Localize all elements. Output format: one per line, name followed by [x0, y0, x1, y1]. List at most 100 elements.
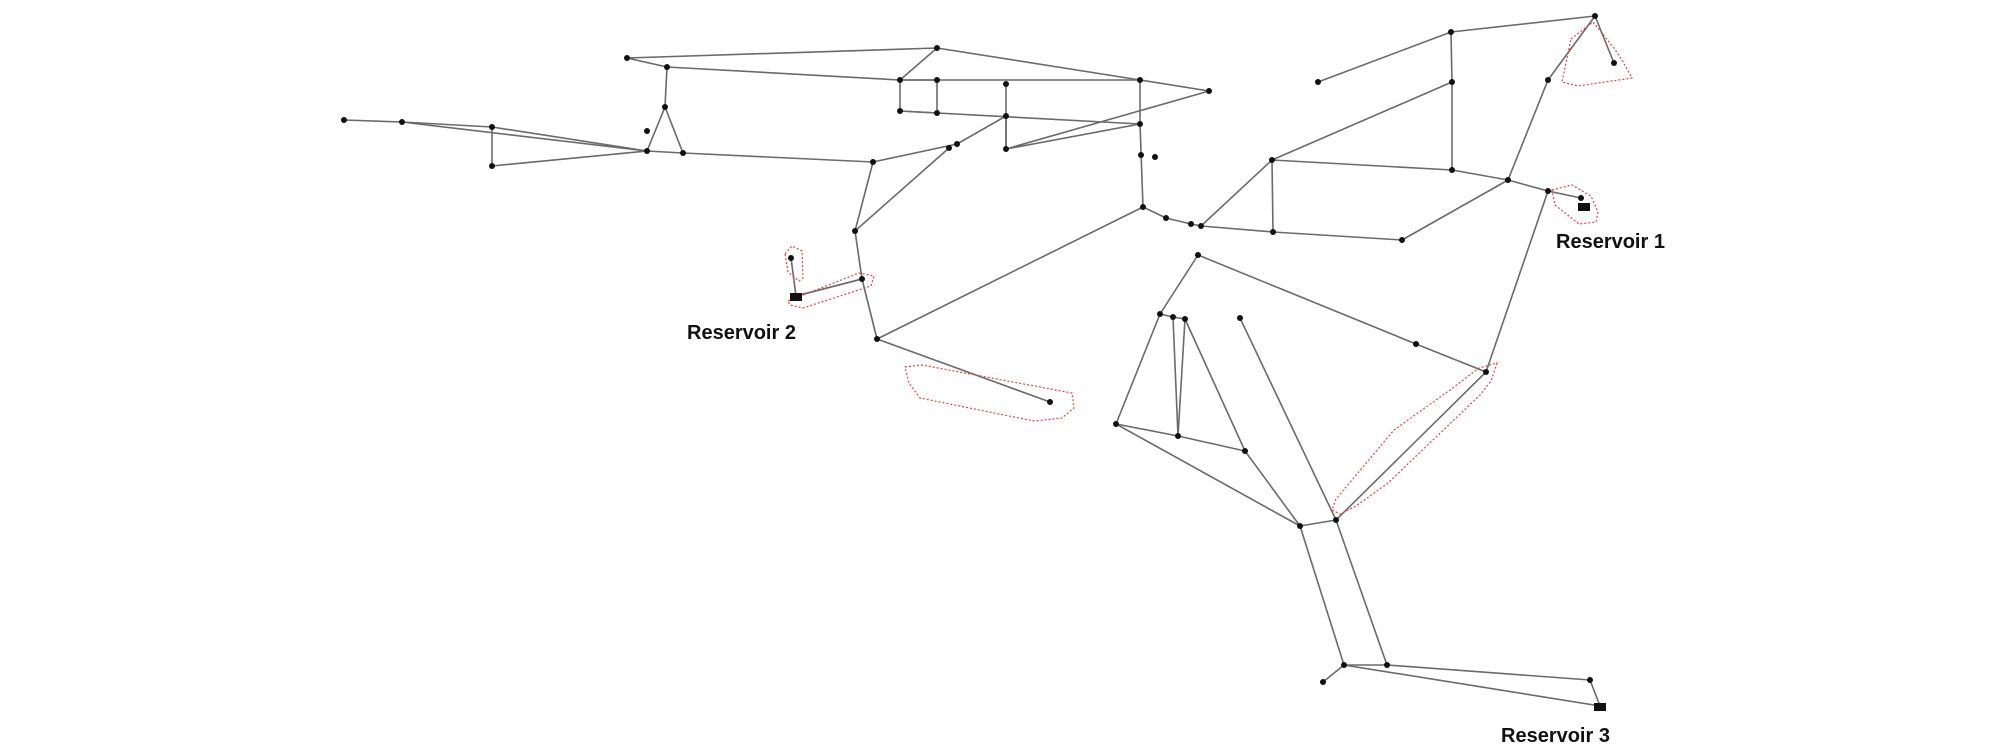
- pipe-segment[interactable]: [1415, 343, 1487, 373]
- junction-node[interactable]: [662, 104, 668, 110]
- pipe-segment[interactable]: [1184, 318, 1246, 452]
- pipe-segment[interactable]: [854, 147, 950, 232]
- pipe-segment[interactable]: [1177, 318, 1186, 437]
- pipe-segment[interactable]: [1322, 664, 1345, 683]
- pipe-segment[interactable]: [1244, 450, 1301, 527]
- junction-node[interactable]: [870, 159, 876, 165]
- pipe-segment[interactable]: [646, 106, 666, 152]
- junction-node[interactable]: [1592, 13, 1598, 19]
- junction-node[interactable]: [1237, 315, 1243, 321]
- junction-node[interactable]: [897, 108, 903, 114]
- junction-node[interactable]: [1113, 421, 1119, 427]
- junction-node[interactable]: [1138, 152, 1144, 158]
- junction-node[interactable]: [1315, 79, 1321, 85]
- junction-node[interactable]: [680, 150, 686, 156]
- pipe-segment[interactable]: [401, 121, 493, 128]
- junction-node[interactable]: [1137, 77, 1143, 83]
- junction-node[interactable]: [489, 163, 495, 169]
- junction-node[interactable]: [1175, 433, 1181, 439]
- junction-node[interactable]: [1003, 113, 1009, 119]
- junction-node[interactable]: [644, 128, 650, 134]
- junction-node[interactable]: [946, 145, 952, 151]
- junction-node[interactable]: [1399, 237, 1405, 243]
- pipe-segment[interactable]: [1159, 254, 1199, 315]
- pipe-segment[interactable]: [795, 278, 863, 297]
- pipe-segment[interactable]: [1139, 123, 1144, 208]
- junction-node[interactable]: [1297, 523, 1303, 529]
- junction-node[interactable]: [644, 148, 650, 154]
- junction-node[interactable]: [1163, 215, 1169, 221]
- junction-node[interactable]: [1320, 679, 1326, 685]
- pipe-segment[interactable]: [1115, 423, 1301, 527]
- pipe-segment[interactable]: [1115, 423, 1179, 437]
- pipe-segment[interactable]: [1507, 179, 1549, 192]
- junction-node[interactable]: [1242, 448, 1248, 454]
- junction-node[interactable]: [1384, 662, 1390, 668]
- pipe-segment[interactable]: [876, 338, 1051, 403]
- pipe-segment[interactable]: [1172, 316, 1179, 437]
- reservoir-2[interactable]: Reservoir 2: [687, 293, 802, 344]
- junction-node[interactable]: [1206, 88, 1212, 94]
- pipe-segment[interactable]: [664, 66, 668, 108]
- pipe-segment[interactable]: [1272, 231, 1403, 241]
- pipe-segment[interactable]: [626, 47, 938, 59]
- junction-node[interactable]: [1483, 369, 1489, 375]
- reservoir-1[interactable]: Reservoir 1: [1556, 203, 1665, 253]
- junction-node[interactable]: [1188, 221, 1194, 227]
- junction-node[interactable]: [1152, 154, 1158, 160]
- pipe-segment[interactable]: [1485, 190, 1549, 373]
- junction-node[interactable]: [1003, 146, 1009, 152]
- pipe-segment[interactable]: [1200, 159, 1273, 227]
- pipe-segment[interactable]: [1142, 206, 1167, 219]
- junction-node[interactable]: [1545, 188, 1551, 194]
- junction-node[interactable]: [1611, 60, 1617, 66]
- pipe-segment[interactable]: [491, 150, 648, 167]
- pipe-segment[interactable]: [401, 121, 648, 152]
- pipe-segment[interactable]: [1177, 435, 1246, 452]
- junction-node[interactable]: [852, 228, 858, 234]
- junction-node[interactable]: [1137, 121, 1143, 127]
- pipe-segment[interactable]: [1239, 317, 1337, 521]
- pipe-segment[interactable]: [666, 66, 901, 81]
- pipe-segment[interactable]: [1271, 159, 1274, 233]
- junction-node[interactable]: [1578, 195, 1584, 201]
- pipe-segment[interactable]: [646, 150, 684, 154]
- junction-node[interactable]: [341, 117, 347, 123]
- pipe-segment[interactable]: [1005, 123, 1141, 150]
- junction-node[interactable]: [664, 64, 670, 70]
- pipe-segment[interactable]: [1299, 519, 1337, 527]
- pipe-segment[interactable]: [1343, 664, 1601, 707]
- junction-node[interactable]: [1270, 229, 1276, 235]
- pipe-segment[interactable]: [1139, 79, 1210, 92]
- pipe-segment[interactable]: [1271, 159, 1453, 171]
- junction-node[interactable]: [934, 110, 940, 116]
- pipe-segment[interactable]: [1335, 371, 1487, 521]
- pipe-segment[interactable]: [1005, 90, 1210, 150]
- pipe-segment[interactable]: [1451, 169, 1509, 181]
- junction-node[interactable]: [1587, 677, 1593, 683]
- junction-node[interactable]: [1157, 311, 1163, 317]
- reservoir-3[interactable]: Reservoir 3: [1501, 703, 1610, 747]
- pipe-segment[interactable]: [682, 152, 874, 163]
- junction-node[interactable]: [1341, 662, 1347, 668]
- junction-node[interactable]: [1545, 77, 1551, 83]
- pipe-segment[interactable]: [491, 126, 648, 152]
- junction-node[interactable]: [874, 336, 880, 342]
- junction-node[interactable]: [1182, 316, 1188, 322]
- pipe-segment[interactable]: [1197, 254, 1417, 345]
- pipe-segment[interactable]: [1271, 81, 1453, 161]
- pipe-segment[interactable]: [1594, 15, 1615, 64]
- pipe-segment[interactable]: [1165, 217, 1192, 225]
- junction-node[interactable]: [1449, 167, 1455, 173]
- junction-node[interactable]: [954, 141, 960, 147]
- pipe-segment[interactable]: [1401, 179, 1509, 241]
- pipe-segment[interactable]: [343, 119, 403, 123]
- pipe-segment[interactable]: [1589, 679, 1601, 707]
- pipe-segment[interactable]: [1507, 79, 1549, 181]
- pipe-segment[interactable]: [956, 115, 1007, 145]
- pipe-segment[interactable]: [872, 143, 958, 163]
- junction-node[interactable]: [1505, 177, 1511, 183]
- pipe-segment[interactable]: [1115, 313, 1161, 425]
- pipe-segment[interactable]: [1450, 15, 1596, 33]
- junction-node[interactable]: [1448, 29, 1454, 35]
